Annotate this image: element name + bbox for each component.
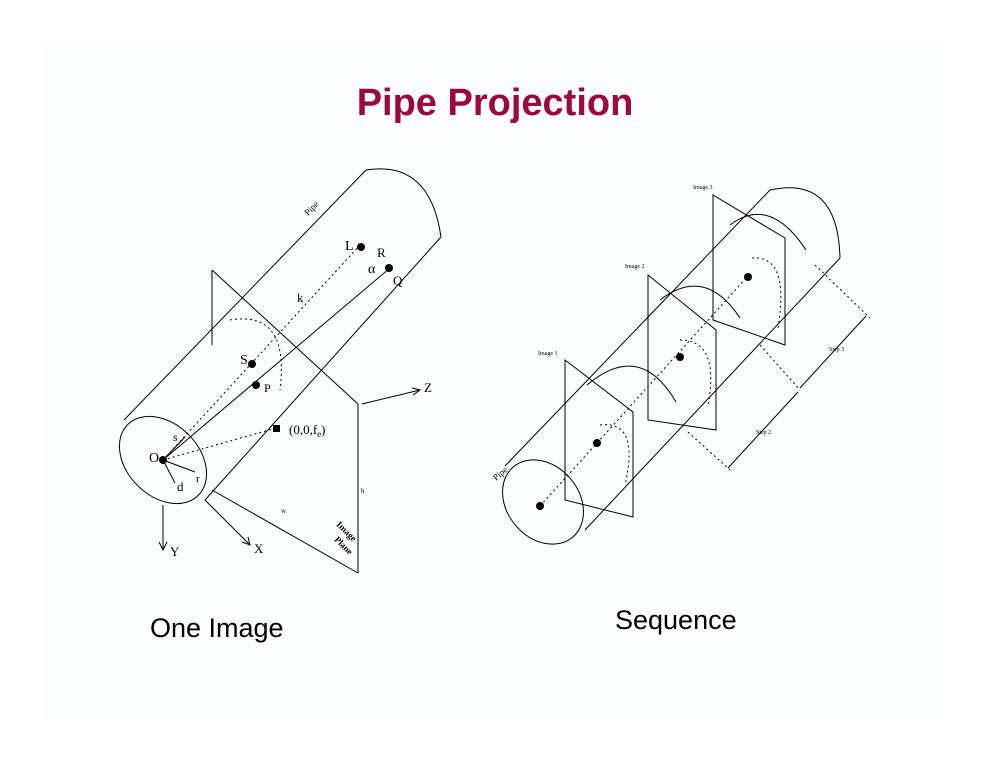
label-w: w [281, 507, 287, 515]
label-r-hat: r [196, 473, 200, 485]
seq-image-plane-1 [564, 358, 634, 518]
one-image-diagram: Pipe L R α Q k S P Z (0,0,fe) s O r d Y … [118, 168, 442, 574]
label-x: X [254, 541, 264, 556]
r-vector [162, 459, 196, 473]
point-focal [273, 425, 280, 432]
seq-center-1 [536, 502, 544, 510]
ray-to-q [162, 267, 391, 461]
d-vector [162, 459, 176, 484]
label-o: O [149, 451, 159, 466]
caption-sequence: Sequence [615, 605, 737, 635]
seq-label-image1: Image 1 [538, 351, 558, 357]
y-arrow-head [158, 541, 168, 552]
seq-step-extension-3 [814, 264, 871, 319]
pipe-near-end [118, 415, 208, 505]
point-s [248, 360, 256, 368]
seq-label-image3: Image 3 [693, 185, 713, 191]
seq-step-extension-2 [759, 344, 801, 391]
sequence-diagram: Pipe Image 1 Image 2 Image 3 Step 2 Step… [491, 185, 871, 545]
label-d-hat: d [177, 479, 184, 494]
pipe-far-end [365, 168, 442, 238]
label-p: P [264, 381, 271, 395]
seq-label-image2: Image 2 [625, 264, 645, 270]
label-pipe: Pipe [302, 199, 320, 217]
seq-pipe-near-end [502, 459, 584, 545]
seq-center-4 [744, 273, 752, 281]
caption-one-image: One Image [150, 613, 284, 643]
seq-section-3-dotted [751, 257, 782, 329]
projection-ray [162, 427, 277, 461]
label-k: k [297, 290, 304, 305]
label-s-hat: s [173, 430, 178, 444]
seq-pipe-top-line [504, 189, 771, 467]
seq-pipe-axis [539, 275, 749, 507]
z-axis-arrow [361, 389, 421, 405]
point-p [252, 381, 260, 389]
pipe-top-line [123, 169, 367, 421]
seq-step2-dimension [727, 391, 799, 469]
seq-pipe-bottom-line [584, 257, 841, 531]
pipe-bottom-line [204, 236, 442, 501]
image-plane-top-edge [211, 269, 359, 405]
label-q: Q [393, 273, 403, 288]
seq-section-2 [659, 285, 741, 319]
slide-title: Pipe Projection [356, 82, 634, 124]
s-vector [162, 436, 186, 461]
pipe-section-dotted [229, 318, 282, 391]
seq-step-extension-1 [687, 431, 731, 471]
point-l [357, 243, 365, 251]
seq-label-step2: Step 2 [756, 430, 771, 436]
label-l: L [345, 239, 354, 254]
pipe-axis-line [162, 244, 361, 461]
image-plane-bottom-edge [211, 489, 359, 574]
seq-section-2-dotted [679, 339, 712, 406]
x-arrow-head [241, 536, 251, 546]
label-r: R [377, 245, 386, 260]
label-y: Y [170, 544, 180, 559]
seq-center-2 [593, 439, 601, 447]
seq-center-3 [676, 353, 684, 361]
seq-label-step3: Step 3 [829, 347, 844, 353]
seq-label-pipe: Pipe [491, 465, 510, 483]
label-z: Z [424, 380, 432, 395]
label-alpha: α [368, 262, 376, 277]
point-q [385, 264, 393, 272]
seq-step3-dimension [799, 315, 867, 389]
seq-image-plane-3 [712, 194, 786, 346]
seq-section-1 [586, 365, 677, 403]
z-arrow-head [411, 387, 422, 396]
label-focal-point: (0,0,fe) [289, 422, 326, 439]
label-s: S [240, 353, 248, 368]
seq-pipe-far-end [769, 187, 841, 259]
seq-section-1-dotted [599, 424, 630, 486]
seq-section-3 [729, 213, 807, 251]
x-axis-arrow [204, 499, 251, 546]
seq-image-plane-2 [647, 273, 717, 431]
label-h: h [361, 487, 365, 495]
